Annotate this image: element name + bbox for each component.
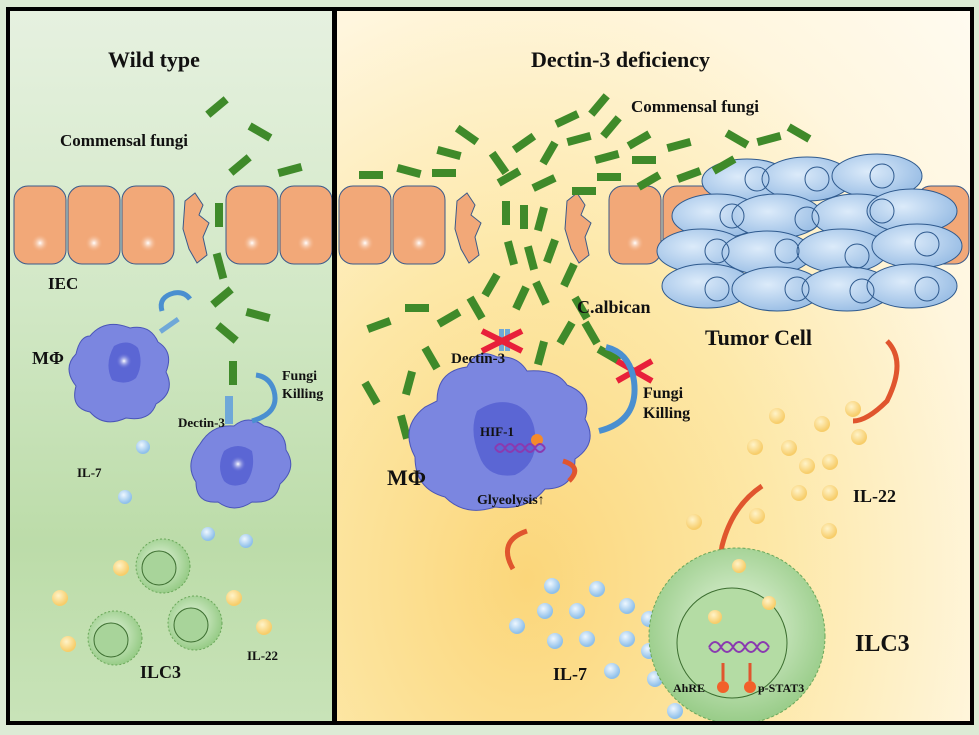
il7-cytokines bbox=[118, 440, 253, 548]
il22-label: IL-22 bbox=[247, 648, 279, 663]
macrophage bbox=[68, 317, 180, 423]
iec-label: IEC bbox=[48, 274, 79, 293]
fungi-killing-arrow bbox=[598, 344, 638, 434]
fungus bbox=[229, 361, 237, 385]
iec-cell bbox=[608, 185, 662, 265]
fungus bbox=[277, 163, 303, 177]
dectin3-deficiency-panel: Dectin-3 deficiency Commensal fungi C.al… bbox=[333, 7, 974, 725]
tumor-cell-label: Tumor Cell bbox=[705, 325, 812, 350]
pstat3-label: p-STAT3 bbox=[758, 681, 805, 695]
fungus bbox=[228, 154, 252, 176]
dectin3-deficiency-title: Dectin-3 deficiency bbox=[531, 47, 710, 72]
macrophage bbox=[408, 329, 591, 511]
c-albican-label: C.albican bbox=[577, 297, 651, 317]
iec-cell bbox=[13, 185, 67, 265]
ilc3-cell bbox=[648, 547, 826, 721]
wild-type-illustration bbox=[13, 96, 332, 666]
macrophage-label: MΦ bbox=[387, 465, 427, 490]
commensal-fungi-label: Commensal fungi bbox=[631, 97, 759, 116]
fungus bbox=[210, 286, 234, 308]
dectin3-label: Dectin-3 bbox=[451, 351, 506, 367]
iec-cell bbox=[279, 185, 332, 265]
ilc3-label: ILC3 bbox=[140, 662, 182, 682]
iec-cell bbox=[225, 185, 279, 265]
pstat3-dot bbox=[744, 681, 756, 693]
macrophage-label: MΦ bbox=[32, 348, 64, 368]
il22-label: IL-22 bbox=[853, 486, 897, 506]
fungi-group bbox=[359, 93, 812, 440]
iec-layer bbox=[13, 185, 332, 265]
dectin3-deficiency-illustration bbox=[338, 93, 970, 721]
dna-icon bbox=[708, 641, 770, 653]
tumor-cell-cluster bbox=[656, 153, 963, 312]
commensal-fungi-label: Commensal fungi bbox=[60, 131, 188, 150]
glycolysis-arrow bbox=[562, 458, 578, 483]
ahre-label: AhRE bbox=[673, 681, 706, 695]
glycolysis-label: Glyeolysis↑ bbox=[477, 493, 545, 509]
ilc3-label: ILC3 bbox=[855, 631, 910, 657]
tumor-growth-arrow bbox=[852, 339, 900, 424]
fungus bbox=[245, 308, 271, 322]
fungi-killing-label-1: Fungi bbox=[282, 369, 318, 384]
macrophage bbox=[190, 396, 292, 509]
il7-label: IL-7 bbox=[553, 664, 588, 684]
wild-type-panel: Wild type Commensal fungi IEC MΦ Fungi K… bbox=[6, 7, 336, 725]
il22-cytokines bbox=[686, 401, 867, 539]
fungus bbox=[212, 252, 228, 280]
ilc3-cells bbox=[87, 538, 223, 666]
il22-cytokines bbox=[52, 560, 272, 652]
iec-cell bbox=[392, 185, 446, 265]
damaged-iec bbox=[564, 192, 592, 264]
iec-cell bbox=[67, 185, 121, 265]
iec-cell bbox=[338, 185, 392, 265]
fungus bbox=[247, 122, 273, 142]
glycolysis-text: Glyeolysis bbox=[477, 493, 538, 508]
damaged-iec bbox=[454, 192, 482, 264]
fungi-killing-arrow bbox=[158, 290, 192, 312]
fungi-killing-label-2: Killing bbox=[282, 387, 324, 402]
hif1-label: HIF-1 bbox=[480, 424, 514, 439]
ahre-dot bbox=[717, 681, 729, 693]
fungi-killing-label-2: Killing bbox=[643, 405, 691, 422]
fungi-killing-arrow bbox=[251, 372, 278, 424]
fungi-group bbox=[205, 96, 303, 385]
fungus bbox=[205, 96, 229, 118]
il7-secretion-arrow bbox=[504, 528, 528, 571]
damaged-iec bbox=[182, 192, 210, 264]
up-arrow-icon: ↑ bbox=[537, 493, 545, 508]
fungus bbox=[215, 322, 239, 344]
dectin3-label: Dectin-3 bbox=[178, 415, 225, 430]
tumor-nuclei bbox=[704, 163, 940, 304]
wild-type-title: Wild type bbox=[108, 47, 200, 72]
iec-cell bbox=[121, 185, 175, 265]
fungus bbox=[215, 203, 223, 227]
fungi-killing-label-1: Fungi bbox=[643, 385, 684, 402]
dna-icon bbox=[494, 443, 546, 453]
il7-label: IL-7 bbox=[77, 465, 102, 480]
inhibit-dectin3-icon bbox=[480, 328, 524, 354]
